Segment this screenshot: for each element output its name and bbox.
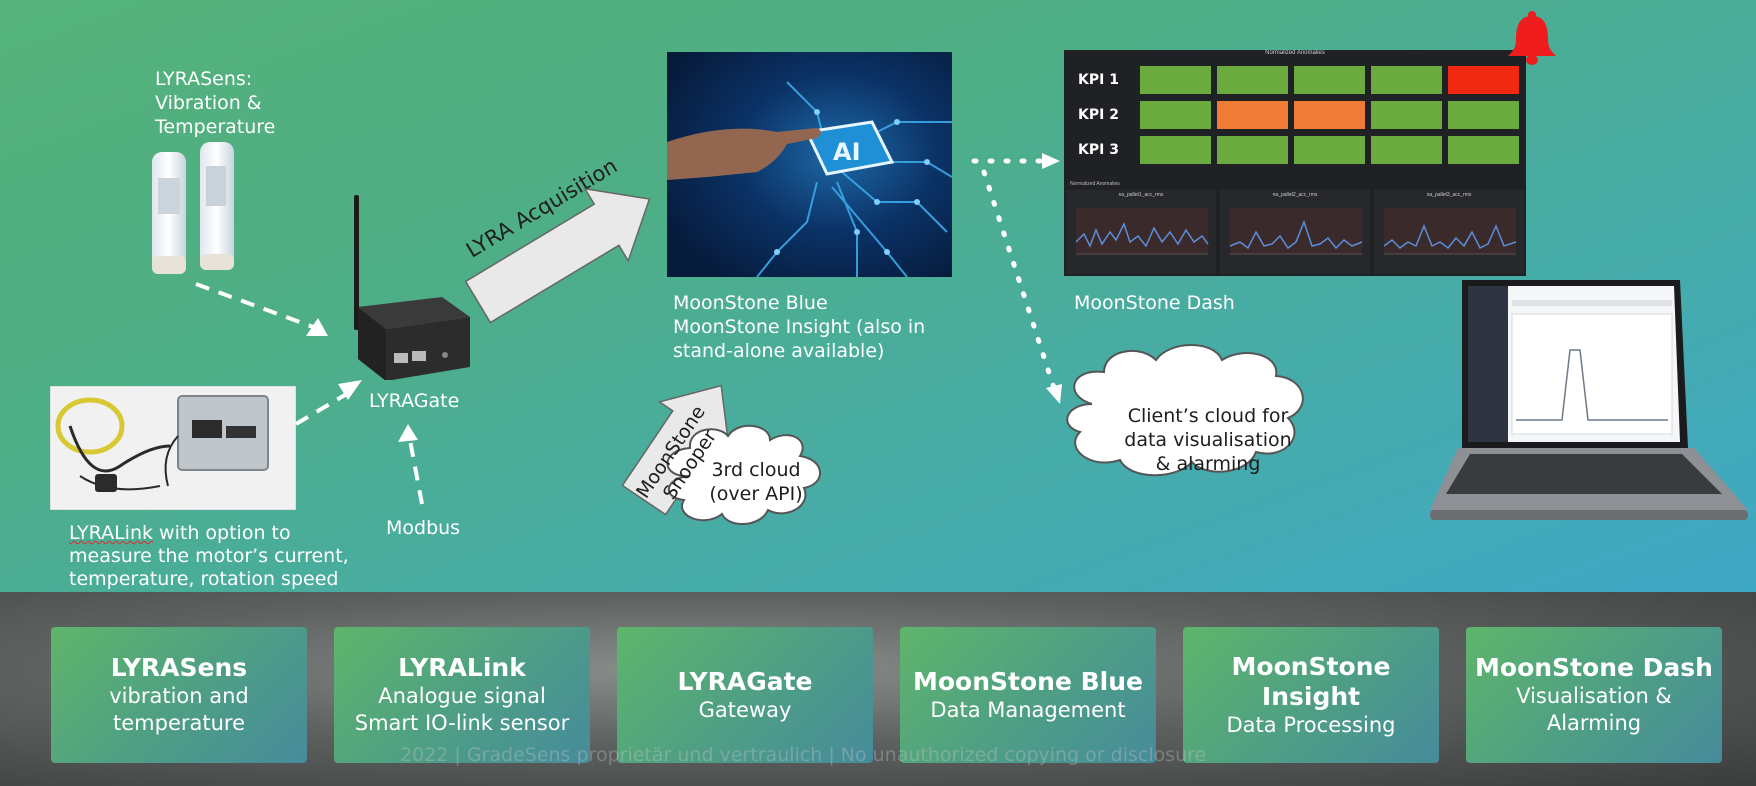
acquisition-arrow [464,187,651,324]
third-cloud-label: 3rd cloud (over API) [709,459,803,505]
card-title: MoonStone Dash [1475,653,1713,682]
kpi-cell [1217,66,1288,94]
card-subtitle: Visualisation & [1516,684,1672,708]
kpi-cell [1140,136,1211,164]
product-card-lyrasens: LYRASens vibration and temperature [51,627,307,763]
card-title: MoonStone Blue [913,666,1143,696]
kpi-cell [1294,66,1365,94]
card-subtitle: Analogue signal [378,684,546,708]
lyralink-device-image [50,386,296,510]
lyragate-device-image [354,195,470,380]
kpi-cell [1448,66,1519,94]
card-title: LYRALink [398,653,526,682]
dash-header: Normalized Anomalies [1265,50,1325,56]
lyralink-caption-word: LYRALink [69,522,154,544]
kpi-cell [1140,66,1211,94]
moonstone-dash-image: Normalized Anomalies KPI 1 KPI 2 KPI 3 N… [1064,50,1526,276]
kpi-label: KPI 3 [1078,142,1119,158]
kpi-row: KPI 3 [1078,136,1525,164]
dashed-arrow-sensor-to-gate [195,282,317,330]
dash-chart: na_pallet1_acc_rms [1066,190,1216,274]
copyright-notice: 2022 | GradeSens proprietär und vertraul… [400,744,1207,766]
lyrasens-sensor-image [152,142,234,274]
product-card-moonstone-blue: MoonStone Blue Data Management [900,627,1156,763]
card-subtitle: Data Processing [1226,712,1396,737]
kpi-cell [1448,101,1519,129]
dashed-arrow-modbus-to-gate [408,439,424,505]
card-subtitle: Gateway [698,697,792,722]
kpi-cell [1448,136,1519,164]
laptop-image [1430,280,1748,520]
moonstone-caption: MoonStone Blue MoonStone Insight (also i… [673,292,926,362]
client-cloud-shape [1066,344,1304,477]
kpi-row: KPI 1 [1078,66,1525,94]
modbus-caption: Modbus [386,517,461,539]
dash-chart: na_pallet2_acc_rms [1220,190,1370,274]
lyragate-caption: LYRAGate [369,390,460,412]
product-card-lyralink: LYRALink Analogue signal Smart IO-link s… [334,627,590,763]
kpi-row: KPI 2 [1078,101,1525,129]
dash-subheader: Normalized Anomalies [1070,181,1120,187]
dash-caption: MoonStone Dash [1074,292,1235,314]
third-cloud-shape [666,424,821,526]
snooper-arrow [621,384,731,516]
card-subtitle: temperature [113,711,245,735]
connector-layer [195,169,1304,526]
product-card-lyragate: LYRAGate Gateway [617,627,873,763]
ai-chip-text: AI [833,138,861,166]
client-cloud-label: Client’s cloud for data visualisation & … [1124,405,1292,475]
product-card-moonstone-insight: MoonStone Insight Data Processing [1183,627,1439,763]
product-card-moonstone-dash: MoonStone Dash Visualisation & Alarming [1466,627,1722,763]
card-title: LYRASens [110,653,248,682]
card-subtitle: Alarming [1546,711,1642,735]
kpi-cell [1294,136,1365,164]
kpi-cell [1371,101,1442,129]
kpi-label: KPI 2 [1078,107,1119,123]
card-subtitle: vibration and [109,684,249,708]
kpi-label: KPI 1 [1078,72,1119,88]
kpi-cell [1371,66,1442,94]
dashed-arrow-link-to-gate [294,390,352,426]
card-title: MoonStone [1231,651,1391,681]
ai-illustration-image: AI [667,52,952,277]
lyralink-caption: LYRALink with option to measure the moto… [69,522,349,590]
kpi-cell [1217,101,1288,129]
card-title: Insight [1261,681,1361,711]
lyrasens-caption: LYRASens: Vibration & Temperature [155,68,276,138]
kpi-cell [1217,136,1288,164]
kpi-cell [1294,101,1365,129]
card-subtitle: Data Management [930,697,1126,722]
card-subtitle: Smart IO-link sensor [354,711,570,735]
dotted-arrow-to-client-cloud [981,169,1057,391]
kpi-cell [1140,101,1211,129]
alarm-bell-icon [1508,11,1556,65]
kpi-cell [1371,136,1442,164]
card-title: LYRAGate [677,666,813,696]
dash-chart: na_pallet3_acc_rms [1374,190,1524,274]
